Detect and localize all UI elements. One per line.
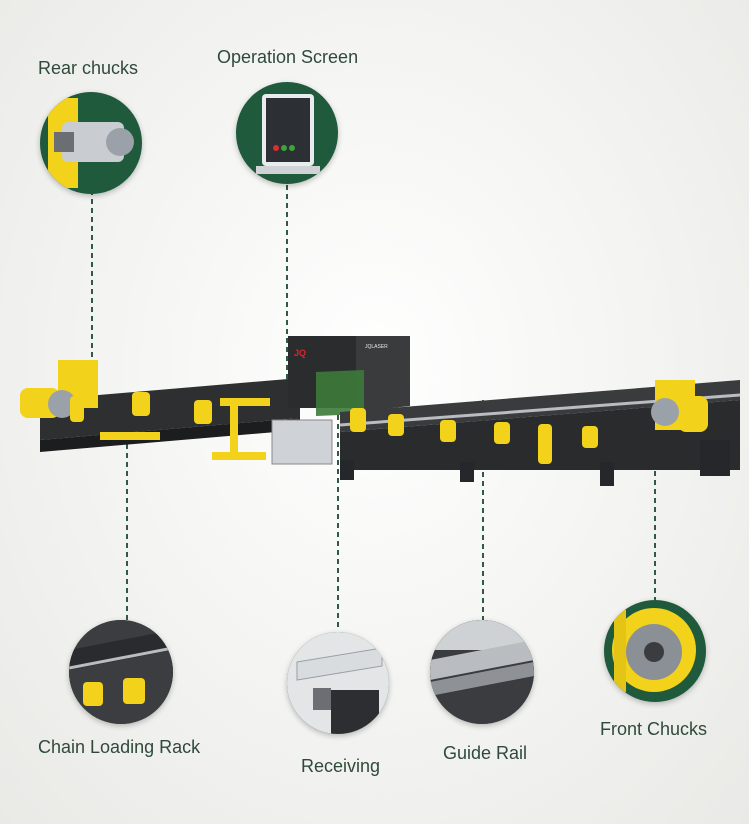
rear-chuck-unit <box>20 360 98 418</box>
front-chuck-unit <box>651 380 708 432</box>
front-chucks-circle <box>604 600 706 702</box>
front-chucks-label: Front Chucks <box>600 719 708 739</box>
operation-screen-label: Operation Screen <box>217 47 359 67</box>
rear-chuck-icon <box>48 98 134 188</box>
operation-screen-icon <box>256 94 320 174</box>
chain-rack-label: Chain Loading Rack <box>38 737 201 757</box>
cabinet-brand: JQLASER <box>365 344 388 350</box>
receiving-icon <box>287 632 389 734</box>
cabinet-logo: JQ <box>294 348 306 358</box>
operation-screen-circle <box>236 82 338 184</box>
receiving-circle <box>287 632 389 734</box>
guide-rail-circle <box>430 620 534 724</box>
rear-chucks-label: Rear chucks <box>38 58 139 78</box>
guide-rail-label: Guide Rail <box>443 743 528 763</box>
guide-rail-icon <box>430 620 534 724</box>
receiving-label: Receiving <box>301 756 381 776</box>
rear-chucks-circle <box>40 92 142 194</box>
receiving-supports <box>350 408 598 464</box>
cutting-cabinet: JQ JQLASER <box>271 336 410 465</box>
chain-rack-circle <box>69 620 173 724</box>
chain-rack-icon <box>69 620 173 724</box>
front-chuck-icon <box>612 608 696 692</box>
chain-rack-supports <box>70 392 270 460</box>
